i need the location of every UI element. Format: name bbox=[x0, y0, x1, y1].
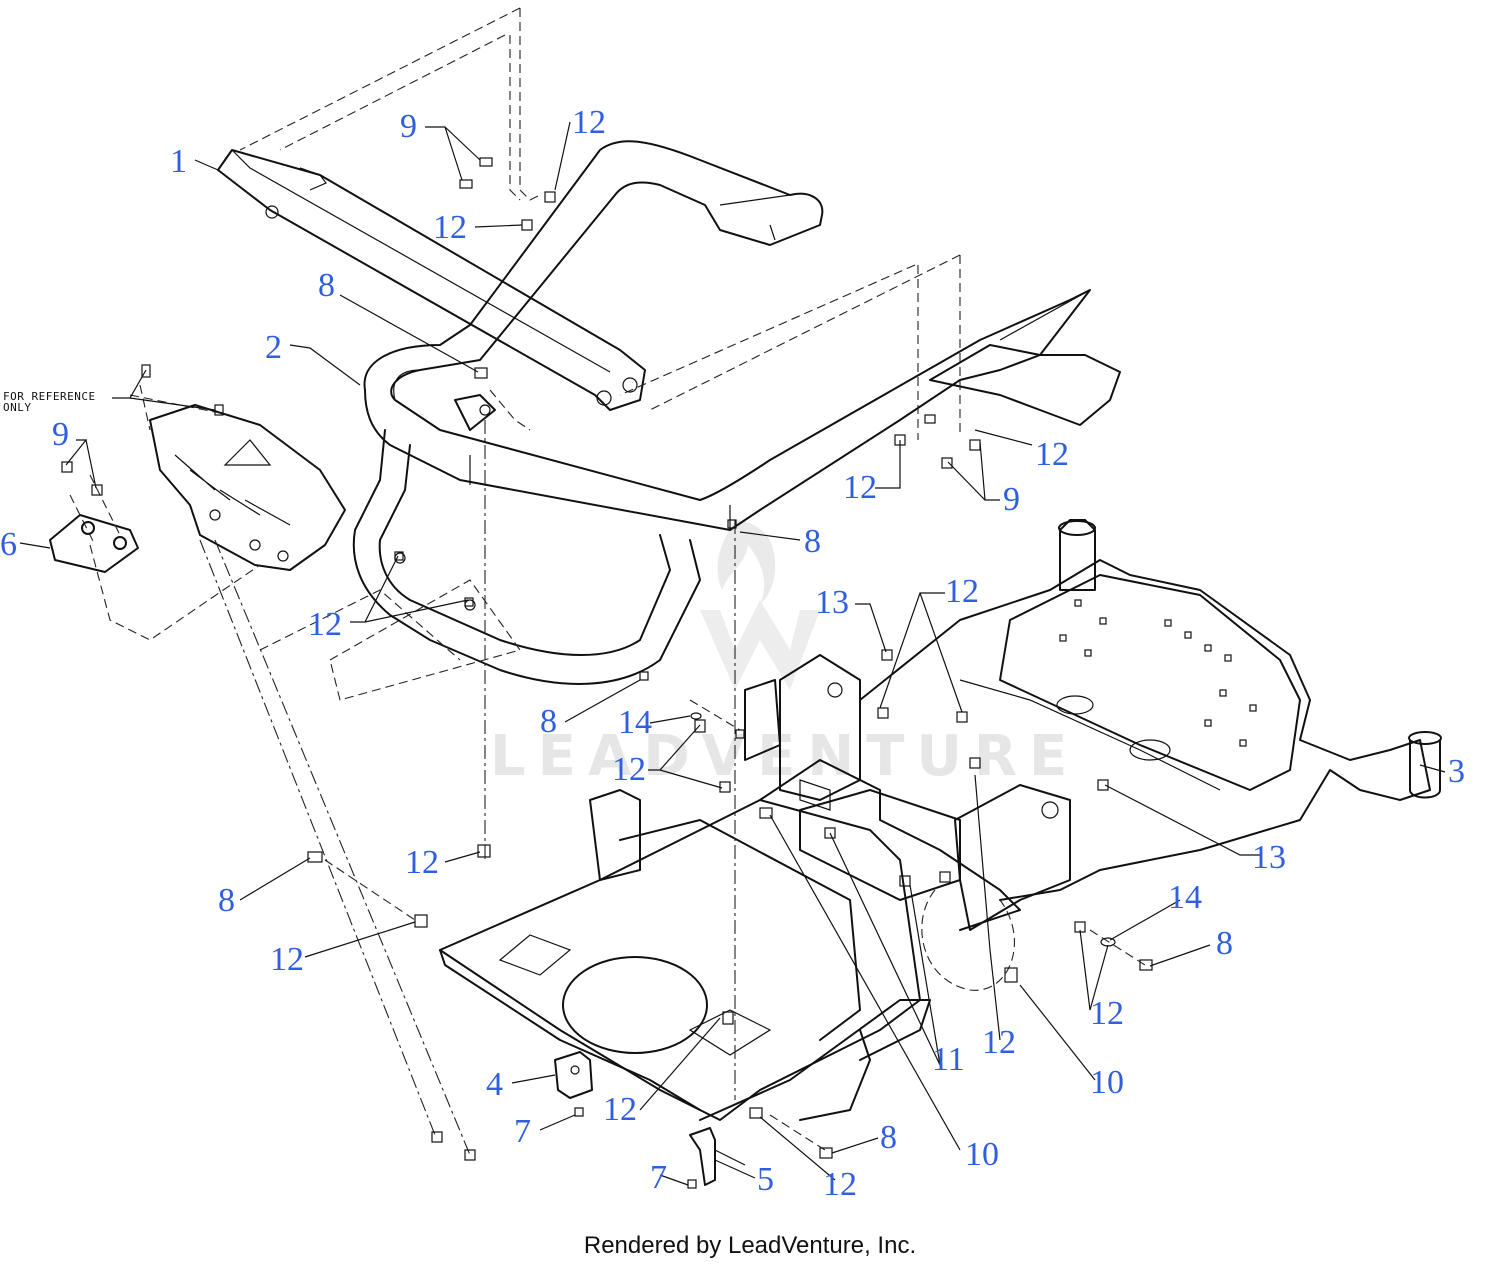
callout-12h[interactable]: 12 bbox=[405, 844, 439, 881]
callout-12m[interactable]: 12 bbox=[823, 1166, 857, 1203]
callout-1[interactable]: 1 bbox=[170, 143, 187, 180]
callout-9b[interactable]: 9 bbox=[52, 416, 69, 453]
callout-8a[interactable]: 8 bbox=[318, 267, 335, 304]
callout-13a[interactable]: 13 bbox=[815, 584, 849, 621]
part-1-cross-bar bbox=[217, 149, 646, 411]
callout-12k[interactable]: 12 bbox=[982, 1024, 1016, 1061]
part-2-upper-frame bbox=[352, 140, 1121, 685]
callout-6[interactable]: 6 bbox=[0, 526, 17, 563]
callout-5[interactable]: 5 bbox=[757, 1161, 774, 1198]
callout-12l[interactable]: 12 bbox=[603, 1091, 637, 1128]
reference-bracket bbox=[149, 404, 346, 571]
callout-8e[interactable]: 8 bbox=[1216, 925, 1233, 962]
callout-labels: 1 2 3 4 5 6 7 7 8 8 8 8 8 8 9 9 9 10 10 … bbox=[0, 104, 1465, 1203]
callout-12g[interactable]: 12 bbox=[612, 751, 646, 788]
part-6-plate bbox=[49, 514, 139, 573]
callout-8f[interactable]: 8 bbox=[880, 1119, 897, 1156]
callout-10a[interactable]: 10 bbox=[1090, 1064, 1124, 1101]
part-5-bracket bbox=[689, 1127, 746, 1186]
callout-4[interactable]: 4 bbox=[486, 1066, 503, 1103]
callout-12i[interactable]: 12 bbox=[270, 941, 304, 978]
watermark-text: LEADVENTURE bbox=[490, 724, 1079, 789]
callout-14b[interactable]: 14 bbox=[1168, 879, 1202, 916]
callout-11[interactable]: 11 bbox=[932, 1041, 965, 1078]
callout-7a[interactable]: 7 bbox=[514, 1113, 531, 1150]
callout-12d[interactable]: 12 bbox=[843, 469, 877, 506]
main-chassis bbox=[439, 759, 1021, 1121]
reference-note-line-2: ONLY bbox=[3, 401, 32, 414]
callout-14a[interactable]: 14 bbox=[618, 704, 652, 741]
part-3-rear-frame bbox=[859, 519, 1442, 901]
callout-12a[interactable]: 12 bbox=[572, 104, 606, 141]
render-credit-footer: Rendered by LeadVenture, Inc. bbox=[583, 1232, 917, 1259]
part-4-bracket bbox=[554, 1051, 593, 1099]
assembly-lines bbox=[69, 7, 1146, 1156]
callout-12c[interactable]: 12 bbox=[1035, 436, 1069, 473]
callout-12b[interactable]: 12 bbox=[433, 209, 467, 246]
mid-brackets bbox=[744, 654, 1071, 931]
callout-7b[interactable]: 7 bbox=[650, 1159, 667, 1196]
callout-9a[interactable]: 9 bbox=[400, 108, 417, 145]
callout-13b[interactable]: 13 bbox=[1252, 839, 1286, 876]
callout-12e[interactable]: 12 bbox=[308, 606, 342, 643]
callout-8c[interactable]: 8 bbox=[540, 703, 557, 740]
reference-note-line-1: FOR REFERENCE bbox=[3, 390, 96, 403]
reference-note: FOR REFERENCE ONLY bbox=[3, 390, 96, 414]
callout-8d[interactable]: 8 bbox=[218, 882, 235, 919]
callout-2[interactable]: 2 bbox=[265, 329, 282, 366]
leader-lines bbox=[19, 121, 1446, 1186]
callout-8b[interactable]: 8 bbox=[804, 523, 821, 560]
deck-holes bbox=[1059, 599, 1257, 747]
callout-3[interactable]: 3 bbox=[1448, 753, 1465, 790]
callout-10b[interactable]: 10 bbox=[965, 1136, 999, 1173]
callout-12j[interactable]: 12 bbox=[1090, 995, 1124, 1032]
callout-9c[interactable]: 9 bbox=[1003, 481, 1020, 518]
callout-12f[interactable]: 12 bbox=[945, 573, 979, 610]
